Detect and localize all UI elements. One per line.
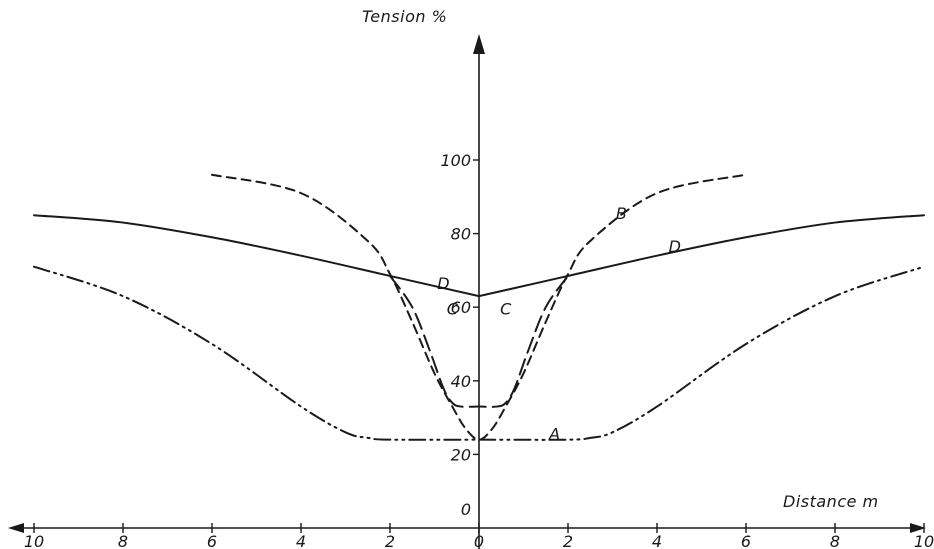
- y-tick-label: 0: [461, 500, 471, 519]
- curve-label-b: B: [616, 204, 627, 223]
- curve-label-d: D: [669, 237, 681, 256]
- curve-a: [33, 265, 925, 441]
- x-tick-label: 2: [385, 532, 395, 549]
- y-tick-label: 60: [451, 298, 471, 317]
- x-tick-label: 6: [741, 532, 751, 549]
- curve-c: [389, 274, 569, 408]
- x-tick-label: 8: [830, 532, 840, 549]
- x-tick-label: 4: [652, 532, 662, 549]
- y-tick-label: 20: [451, 445, 471, 464]
- curve-b: [211, 173, 747, 441]
- x-axis-left-arrow: [8, 523, 24, 533]
- curves-group: [33, 173, 925, 441]
- curve-label-c-left: C: [447, 300, 459, 319]
- x-tick-label: 10: [24, 532, 44, 549]
- x-tick-label: 4: [296, 532, 306, 549]
- axes-group: [8, 34, 926, 549]
- x-axis-title: Distance m: [783, 492, 879, 511]
- curve-d: [33, 214, 925, 298]
- y-tick-label: 100: [440, 151, 471, 170]
- x-tick-label: 8: [118, 532, 128, 549]
- curve-label-d-left: D: [437, 274, 449, 293]
- y-ticks-group: 0 20 40 60 80 100: [440, 151, 479, 519]
- x-tick-label: 10: [914, 532, 934, 549]
- x-tick-label: 6: [207, 532, 217, 549]
- x-tick-label: 0: [474, 532, 484, 549]
- x-axis-right-arrow: [910, 523, 926, 533]
- curve-label-a: A: [548, 425, 560, 444]
- y-axis-title: Tension %: [362, 7, 447, 26]
- x-ticks-group: 10 8 6 4 2 0 2 4 6 8 10: [24, 523, 934, 549]
- y-tick-label: 40: [451, 372, 471, 391]
- curve-label-c: C: [500, 300, 512, 319]
- x-tick-label: 2: [563, 532, 573, 549]
- y-tick-label: 80: [451, 225, 471, 244]
- y-axis-arrow: [473, 34, 485, 54]
